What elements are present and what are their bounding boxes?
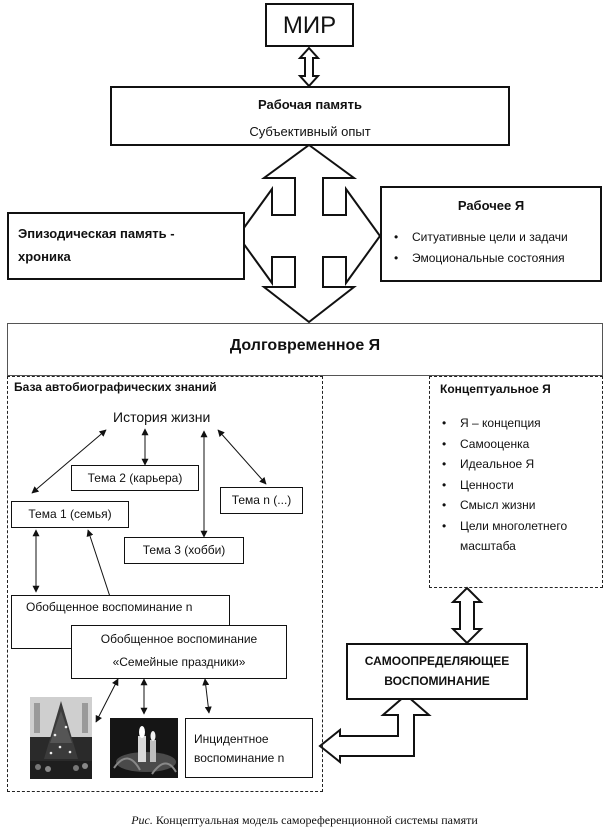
working-memory-subtitle: Субъективный опыт	[249, 124, 371, 139]
episodic-memory-box: Эпизодическая память - хроника	[7, 212, 245, 280]
working-self-list: Ситуативные цели и задачи Эмоциональные …	[390, 227, 568, 269]
conceptual-self-list: Я – концепция Самооценка Идеальное Я Цен…	[438, 413, 593, 557]
autobiographical-base-region: База автобиографических знаний	[7, 376, 323, 792]
arrow-general-photo1	[95, 678, 119, 723]
theme3-label: Тема 3 (хобби)	[142, 543, 226, 557]
arrow-story-themen	[217, 429, 267, 485]
conceptual-self-item: Цели многолетнего масштаба	[438, 516, 593, 557]
working-memory-title: Рабочая память	[258, 97, 362, 112]
longterm-self-box: Долговременное Я	[7, 323, 603, 376]
incident-memory-box: Инцидентное воспоминание n	[185, 718, 313, 778]
conceptual-self-item: Я – концепция	[438, 413, 593, 434]
general-memory-subtitle: «Семейные праздники»	[112, 655, 246, 669]
working-self-title: Рабочее Я	[457, 198, 525, 213]
working-memory-box: Рабочая память Субъективный опыт	[110, 86, 510, 146]
theme-n-label: Тема n (...)	[231, 493, 292, 507]
caption-text: Концептуальная модель самореференционной…	[152, 813, 478, 827]
caption-prefix: Рис.	[131, 813, 153, 827]
four-way-arrow	[236, 143, 382, 324]
conceptual-selfdef-arrow	[450, 586, 484, 645]
world-box: МИР	[265, 3, 354, 47]
theme2-box: Тема 2 (карьера)	[71, 465, 199, 491]
working-self-box: Рабочее Я Ситуативные цели и задачи Эмоц…	[380, 186, 602, 282]
theme1-box: Тема 1 (семья)	[11, 501, 129, 528]
general-memory-n-label: Обобщенное воспоминание n	[26, 600, 193, 614]
general-memory-box: Обобщенное воспоминание «Семейные праздн…	[71, 625, 287, 679]
conceptual-self-title: Концептуальное Я	[440, 382, 551, 396]
arrow-story-theme1	[31, 429, 107, 494]
theme2-label: Тема 2 (карьера)	[87, 471, 183, 485]
conceptual-self-item: Самооценка	[438, 434, 593, 455]
general-memory-title: Обобщенное воспоминание	[100, 632, 258, 646]
incident-memory-line-1: Инцидентное	[194, 732, 269, 746]
theme-n-box: Тема n (...)	[220, 487, 303, 514]
selfdef-incident-arrow	[318, 693, 432, 765]
life-story-label: История жизни	[113, 409, 211, 425]
world-label: МИР	[282, 12, 337, 39]
self-defining-line-2: ВОСПОМИНАНИЕ	[384, 674, 490, 688]
incident-memory-line-2: воспоминание n	[194, 751, 285, 765]
conceptual-self-region: Концептуальное Я Я – концепция Самооценк…	[429, 376, 603, 588]
theme1-label: Тема 1 (семья)	[28, 507, 112, 521]
conceptual-self-item: Смысл жизни	[438, 495, 593, 516]
world-memory-arrow	[297, 46, 321, 88]
christmas-tree-photo	[30, 697, 92, 779]
working-self-item: Эмоциональные состояния	[390, 248, 568, 269]
episodic-line-1: Эпизодическая память -	[18, 226, 175, 241]
longterm-self-title: Долговременное Я	[229, 337, 381, 354]
figure-caption: Рис. Концептуальная модель самореференци…	[0, 813, 609, 828]
working-self-item: Ситуативные цели и задачи	[390, 227, 568, 248]
candles-photo	[110, 718, 178, 778]
conceptual-self-item: Идеальное Я	[438, 454, 593, 475]
autobiographical-base-title: База автобиографических знаний	[14, 380, 217, 394]
episodic-line-2: хроника	[18, 249, 71, 264]
self-defining-line-1: САМООПРЕДЕЛЯЮЩЕЕ	[364, 654, 510, 668]
theme3-box: Тема 3 (хобби)	[124, 537, 244, 564]
self-defining-memory-box: САМООПРЕДЕЛЯЮЩЕЕ ВОСПОМИНАНИЕ	[346, 643, 528, 700]
arrow-general-incident	[202, 678, 212, 714]
conceptual-self-item: Ценности	[438, 475, 593, 496]
